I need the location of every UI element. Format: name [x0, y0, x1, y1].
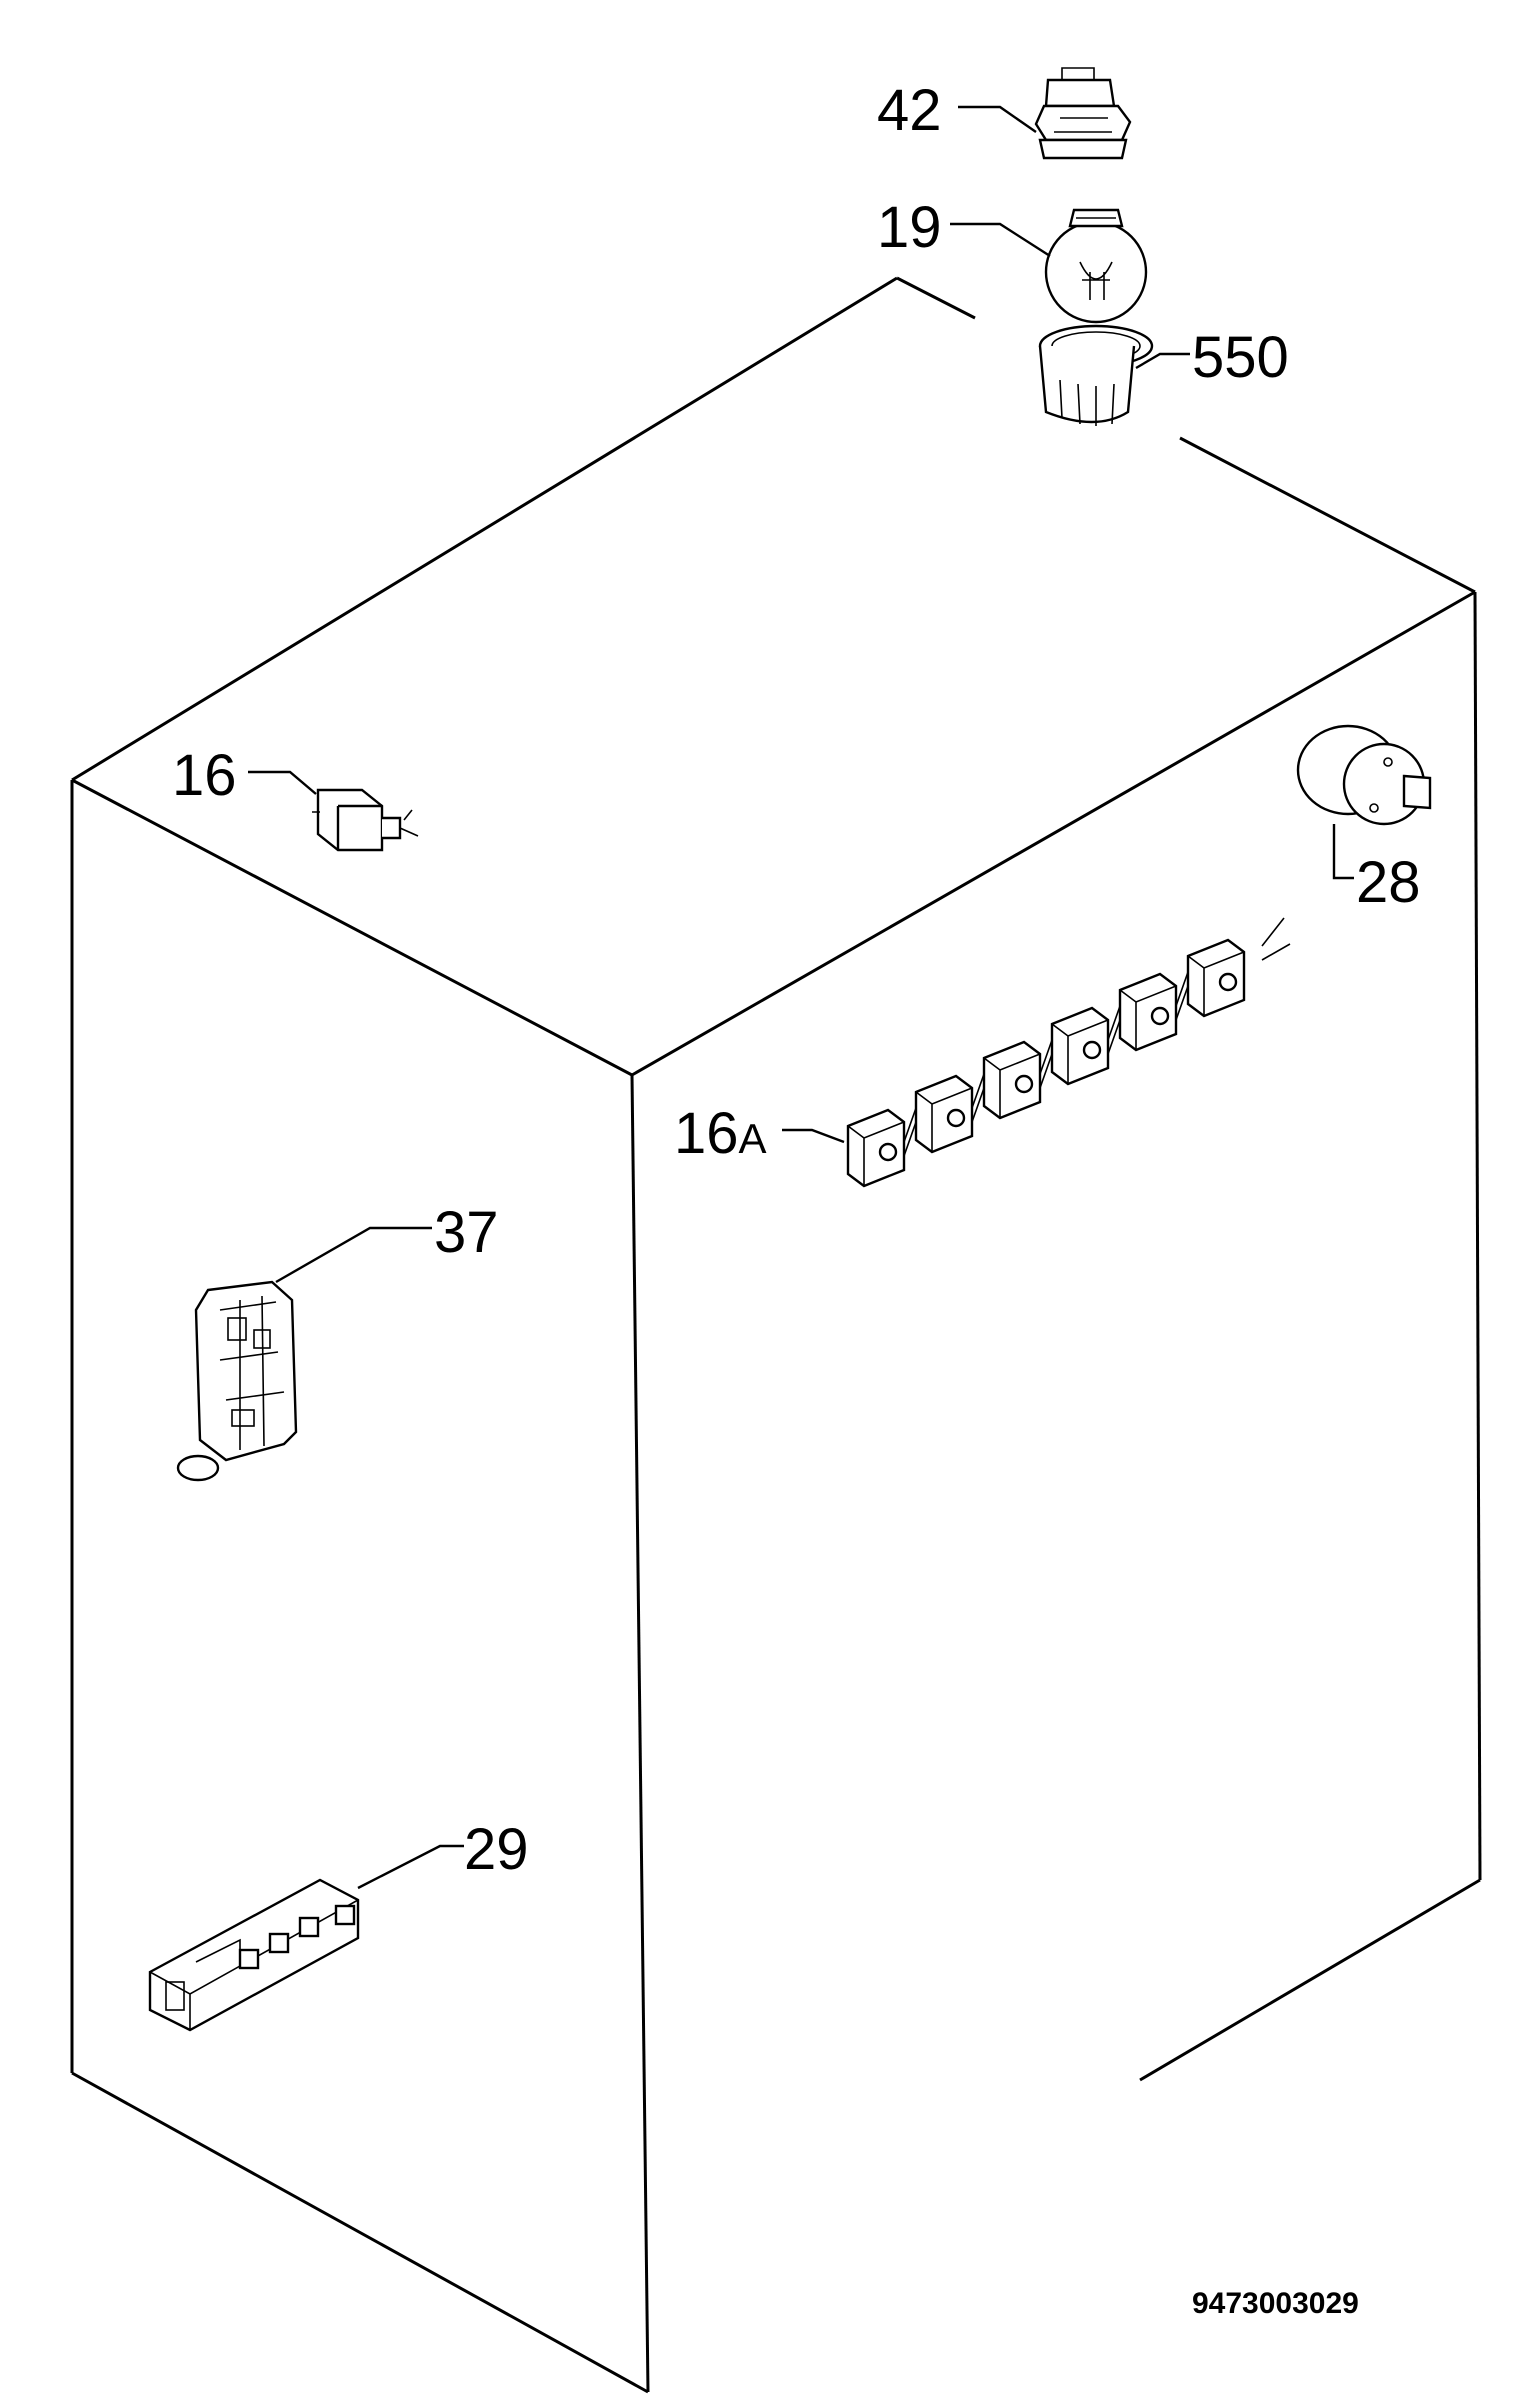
- part-label-16: 16: [172, 743, 237, 808]
- switch-module: [1118, 971, 1189, 1052]
- leader-19: [950, 222, 1051, 258]
- part-label-19: 19: [877, 195, 942, 260]
- switch-module: [846, 1107, 917, 1188]
- cabinet-outline: [70, 276, 1482, 2394]
- switch-module: [982, 1039, 1053, 1120]
- part-label-550: 550: [1192, 325, 1289, 390]
- light-bulb-icon: [1044, 208, 1148, 324]
- timer-module-icon: [176, 1280, 298, 1482]
- lamp-holder-icon: [1034, 67, 1132, 160]
- leader-16A: [782, 1128, 845, 1144]
- leader-16: [248, 770, 317, 795]
- part-label-42: 42: [877, 78, 942, 143]
- part-label-28: 28: [1356, 850, 1421, 915]
- lamp-cover-icon: [1038, 324, 1154, 426]
- leader-37: [275, 1226, 432, 1284]
- switch-module: [914, 1073, 985, 1154]
- leader-42: [958, 105, 1037, 133]
- thermostat-icon: [1296, 724, 1432, 826]
- switch-module: [1186, 938, 1246, 1018]
- part-label-37: 37: [434, 1200, 499, 1265]
- leader-29: [357, 1844, 464, 1890]
- switch-module: [1050, 1005, 1121, 1086]
- switch-bank-icon: [846, 917, 1291, 1188]
- part-label-29: 29: [464, 1817, 529, 1882]
- leader-550: [1135, 352, 1190, 370]
- ignition-generator-icon: [148, 1878, 360, 2032]
- switch-icon: [312, 788, 419, 852]
- drawing-code: 9473003029: [1192, 2287, 1359, 2320]
- leader-28: [1332, 824, 1354, 880]
- part-label-16A: 16A: [674, 1101, 767, 1166]
